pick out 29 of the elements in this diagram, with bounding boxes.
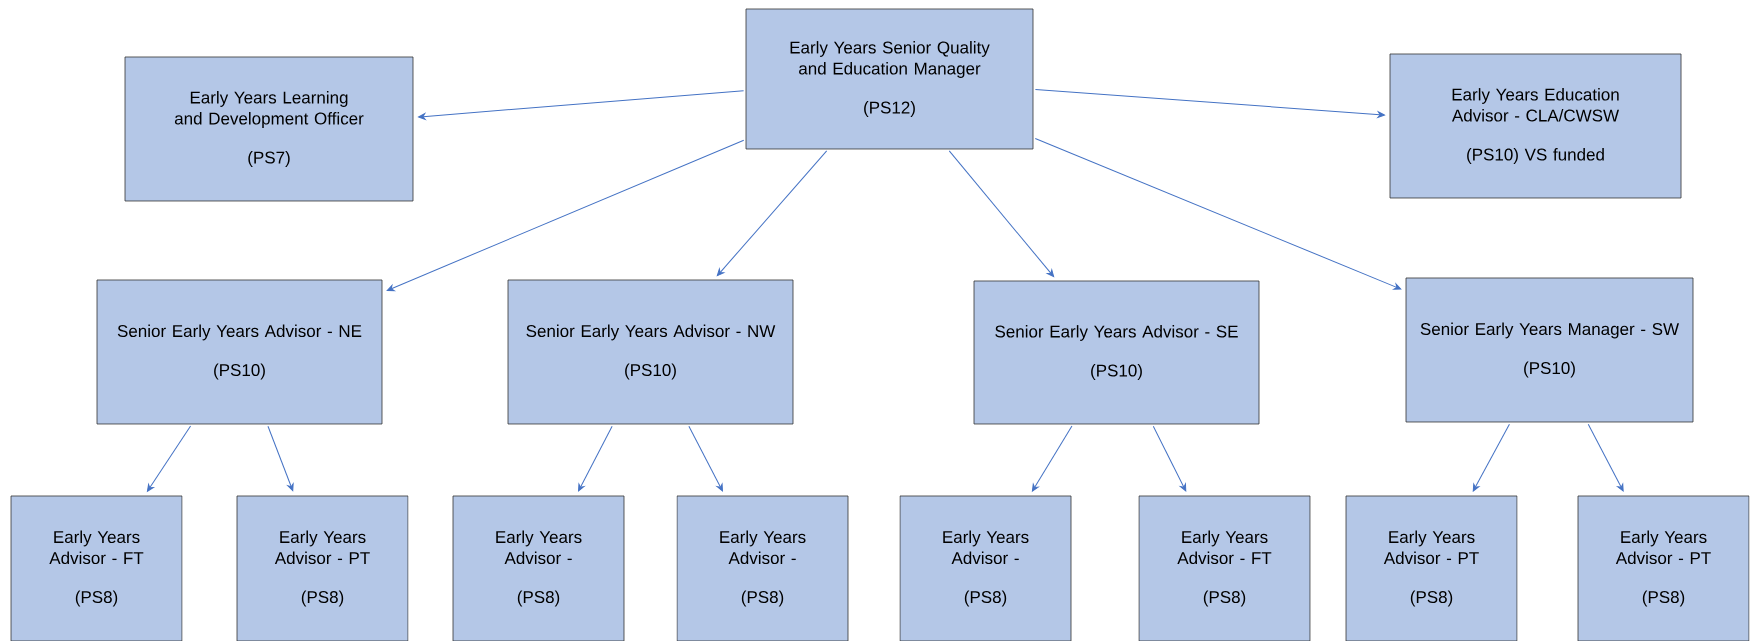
arrow [1472,423,1510,492]
role-box: Early Years Advisor - PT (PS8) [1345,495,1518,641]
arrow [716,150,828,277]
arrow [1152,425,1187,492]
arrow [1031,425,1073,492]
arrow [1034,89,1385,118]
arrow [146,425,192,492]
arrow [267,425,294,492]
arrow [1587,423,1624,492]
role-box: Senior Early Years Manager - SW (PS10) [1405,277,1694,423]
role-box: Early Years Education Advisor - CLA/CWSW (PS10) VS funded [1389,53,1682,199]
arrow [418,90,745,120]
role-box: Early Years Advisor - (PS8) [676,495,849,641]
role-box: Early Years Advisor - PT (PS8) [1577,495,1750,641]
role-box: Senior Early Years Advisor - NE (PS10) [96,279,383,425]
arrow [1034,137,1402,290]
role-box: Senior Early Years Advisor - NW (PS10) [507,279,794,425]
arrow [578,425,613,492]
arrow [948,150,1055,278]
role-box: Early Years Advisor - FT (PS8) [10,495,183,641]
role-box: Senior Early Years Advisor - SE (PS10) [973,280,1260,425]
role-box: Early Years Senior Quality and Education Manager (PS12) [745,8,1034,150]
arrow [386,139,745,292]
role-box: Early Years Learning and Development Officer (PS7) [124,56,414,202]
role-box: Early Years Advisor - (PS8) [452,495,625,641]
arrow [688,425,723,492]
role-box: Early Years Advisor - (PS8) [899,495,1072,641]
role-box: Early Years Advisor - PT (PS8) [236,495,409,641]
role-box: Early Years Advisor - FT (PS8) [1138,495,1311,641]
